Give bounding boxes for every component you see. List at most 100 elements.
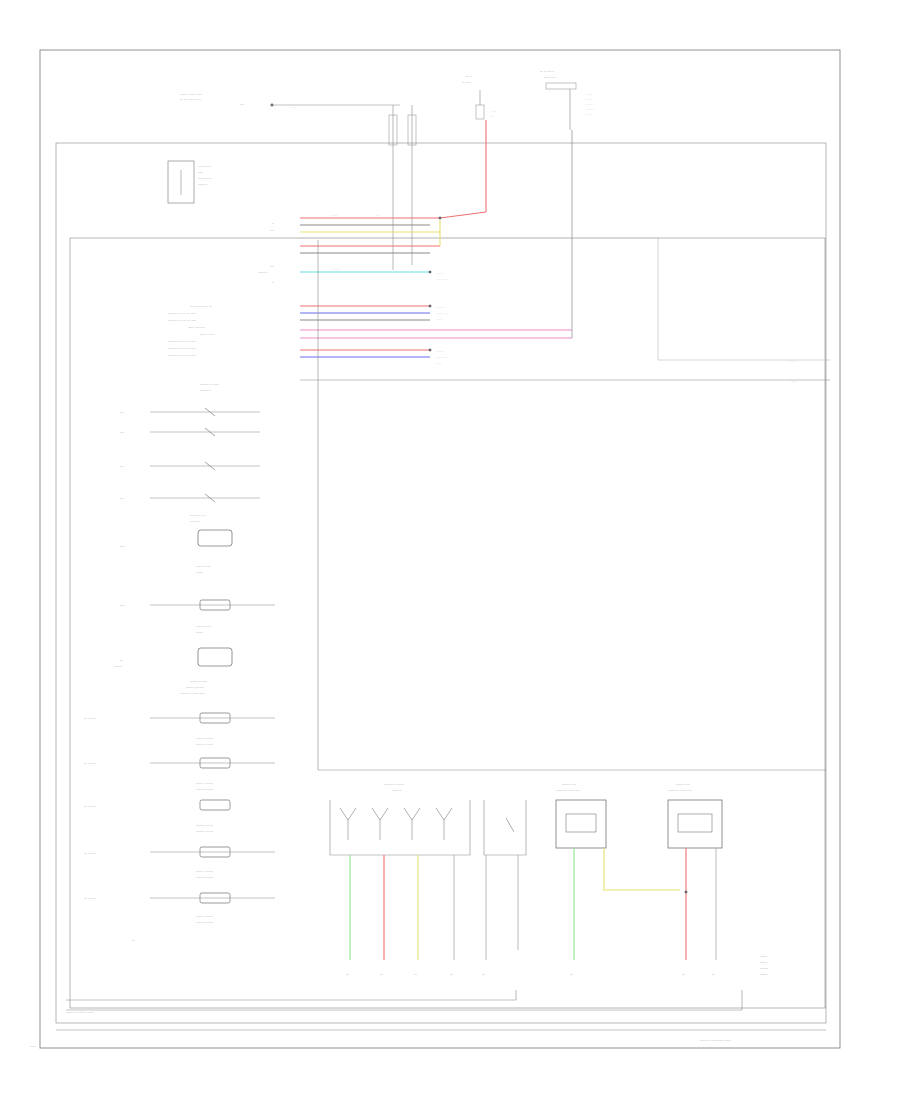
svg-text:··········· ·······: ··········· ······· (384, 783, 404, 787)
svg-text:·····: ····· (120, 545, 125, 549)
svg-text:·······: ······· (760, 973, 767, 977)
svg-text:········ ····: ········ ···· (436, 355, 448, 359)
svg-text:············: ············ (330, 267, 341, 271)
svg-text:····: ···· (120, 497, 124, 501)
svg-text:···: ··· (132, 939, 135, 943)
svg-text:·· ····: ·· ···· (490, 109, 496, 113)
svg-text:··········: ·········· (200, 389, 211, 393)
switch-icon (204, 461, 216, 471)
svg-text:····: ···· (120, 465, 124, 469)
svg-text:·······: ······· (760, 961, 767, 965)
svg-text:····: ···· (490, 114, 494, 118)
svg-text:·········: ········· (258, 271, 268, 275)
svg-text:···: ··· (482, 973, 485, 977)
wire-bundle: ········ ··· ············ ···· ···· ····… (300, 120, 830, 771)
svg-text:·······: ······· (585, 102, 592, 106)
connector-pins: ·· ···· ···· ········· ·· ··· ··········… (168, 222, 274, 387)
svg-text:······ ···: ······ ··· (392, 789, 402, 793)
svg-text:····: ···· (120, 431, 124, 435)
svg-text:········· ······: ········· ······ (196, 788, 213, 792)
svg-text:········ ····: ········ ···· (436, 311, 448, 315)
svg-text:·········· ······ ··· ·····: ·········· ······ ··· ····· (168, 347, 196, 351)
svg-text:······ ·······: ······ ······· (200, 333, 215, 337)
svg-text:······ ·····: ······ ····· (544, 76, 557, 80)
svg-text:······ ···: ······ ··· (436, 305, 445, 309)
svg-text:···: ··· (376, 213, 379, 217)
svg-text:······ ·········: ······ ········· (188, 326, 205, 330)
svg-text:·········· ······ ·····: ·········· ······ ····· (556, 789, 580, 793)
svg-text:·····: ····· (120, 604, 125, 608)
svg-text:····: ···· (240, 103, 244, 107)
solenoid-group: ············ ·· ·········· ····· ····· ·… (84, 514, 275, 943)
svg-text:···: ··· (346, 973, 349, 977)
svg-text:·······: ······· (196, 571, 203, 575)
svg-text:···: ··· (414, 973, 417, 977)
svg-text:····· ········: ····· ········ (196, 625, 211, 629)
svg-text:········· ······: ········· ······ (196, 743, 213, 747)
svg-text:··········· ······· ·······: ··········· ······· ······· (66, 1011, 94, 1015)
svg-text:···: ··· (450, 973, 453, 977)
outer-frame (39, 49, 841, 1049)
svg-text:········· ······: ········· ······ (196, 876, 213, 880)
top-connectors: ········ ····· ······ ··· ···· ······ ··… (180, 70, 594, 270)
svg-text:··: ·· (272, 222, 274, 226)
svg-text:··· ········: ··· ········ (84, 897, 97, 901)
switch-icon (204, 427, 216, 437)
tcm-module-outline (55, 142, 827, 1024)
svg-text:········: ········ (585, 112, 593, 116)
svg-text:·······: ······· (790, 379, 797, 383)
svg-text:···· ····: ···· ···· (436, 271, 444, 275)
svg-text:············ ··: ············ ·· (190, 514, 206, 518)
svg-text:········: ········ (585, 97, 593, 101)
switch-group: ·········· ···· ···· ···· ···· (120, 389, 260, 503)
svg-text:···: ··· (712, 973, 715, 977)
svg-text:····: ···· (120, 411, 124, 415)
svg-text:········· ············ ·······: ········· ············ ······· (700, 1039, 732, 1043)
svg-text:·······: ······· (790, 359, 797, 363)
splice-icon (428, 270, 432, 274)
svg-text:·········· ······ ··· ·····: ·········· ······ ··· ····· (168, 354, 196, 358)
svg-text:··········: ·········· (190, 520, 201, 524)
splice-icon (428, 304, 432, 308)
svg-text:·········: ········· (585, 92, 593, 96)
svg-text:········ ····· ······: ········ ····· ······ (180, 93, 202, 97)
svg-text:·········: ········· (198, 183, 208, 187)
svg-text:··: ·· (272, 281, 274, 285)
svg-text:······: ······ (436, 317, 442, 321)
svg-text:·············: ············· (198, 177, 212, 181)
svg-text:········ ········: ········ ········ (186, 686, 204, 690)
svg-text:··· ········: ··· ········ (84, 717, 97, 721)
svg-text:·············: ············· (676, 783, 690, 787)
svg-text:········ ·······: ········ ······· (196, 737, 213, 741)
svg-text:·······: ······· (760, 955, 767, 959)
svg-text:··········· ······: ··········· ······ (200, 383, 219, 387)
svg-text:·········· ······· ·····: ·········· ······· ····· (180, 692, 205, 696)
splice-icon (428, 348, 432, 352)
svg-text:········ ·······: ········ ······· (196, 870, 213, 874)
switch-icon (204, 493, 216, 503)
svg-text:·········· ······ ··· ·····: ·········· ······ ··· ····· (168, 319, 196, 323)
svg-text:···: ··· (120, 659, 123, 663)
svg-text:········: ········ (330, 213, 338, 217)
svg-text:··········: ·········· (585, 107, 594, 111)
splice-icon (270, 103, 274, 107)
svg-text:··· ··: ··· ·· (466, 75, 472, 79)
svg-text:········: ········ (114, 665, 123, 669)
solenoid-icon (197, 647, 233, 667)
svg-text:·········· ······ ··· ·····: ·········· ······ ··· ····· (168, 340, 196, 344)
svg-text:·············: ············· (562, 783, 576, 787)
svg-text:········· ······: ········· ······ (196, 921, 213, 925)
svg-text:······ ···: ······ ··· (436, 349, 445, 353)
svg-text:····: ···· (270, 229, 274, 233)
svg-text:········ ·······: ········ ······· (196, 782, 213, 786)
solenoid-icon (199, 599, 231, 611)
svg-text:··· ········: ··· ········ (84, 762, 97, 766)
svg-text:·····: ····· (198, 171, 203, 175)
svg-text:··· ·· ·······: ··· ·· ······· (540, 70, 555, 74)
footer-labels: ··········· ······· ······· ········· ··… (30, 1011, 732, 1049)
range-sensor: ············ ····· ············· ·······… (167, 160, 212, 204)
svg-text:··· ········: ··· ········ (84, 852, 97, 856)
svg-text:···: ··· (570, 973, 573, 977)
